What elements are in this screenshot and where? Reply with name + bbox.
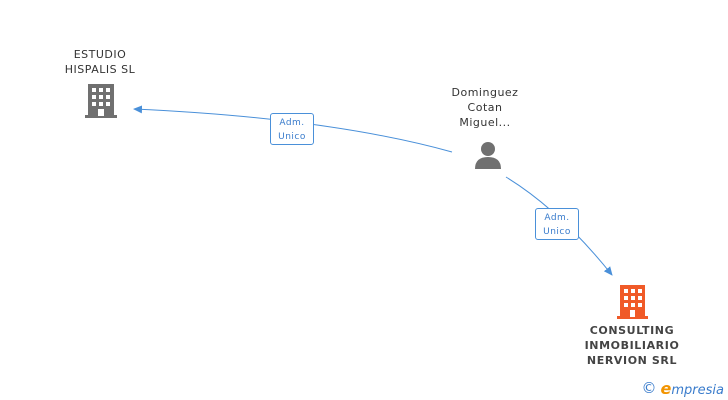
edge-label-consulting[interactable]: Adm. Unico xyxy=(535,208,579,240)
brand-initial: e xyxy=(660,378,672,398)
edge-label-line1: Adm. xyxy=(279,118,305,128)
person-icon[interactable] xyxy=(473,141,503,169)
node-label-estudio-hispalis[interactable]: ESTUDIO HISPALIS SL xyxy=(64,48,136,76)
node-label-consulting-inmobiliario[interactable]: CONSULTING INMOBILIARIO NERVION SRL xyxy=(584,324,680,367)
building-icon-main[interactable] xyxy=(617,285,648,319)
node-label-person[interactable]: Dominguez Cotan Miguel... xyxy=(451,86,519,129)
edge-label-line2: Unico xyxy=(543,227,571,237)
edge-label-line2: Unico xyxy=(278,132,306,142)
empresia-logo: © empresia xyxy=(642,378,724,398)
brand-name: mpresia xyxy=(671,382,724,398)
edge-label-line1: Adm. xyxy=(544,213,570,223)
copyright-icon: © xyxy=(641,379,657,397)
building-icon[interactable] xyxy=(85,84,117,118)
edge-label-estudio[interactable]: Adm. Unico xyxy=(270,113,314,145)
